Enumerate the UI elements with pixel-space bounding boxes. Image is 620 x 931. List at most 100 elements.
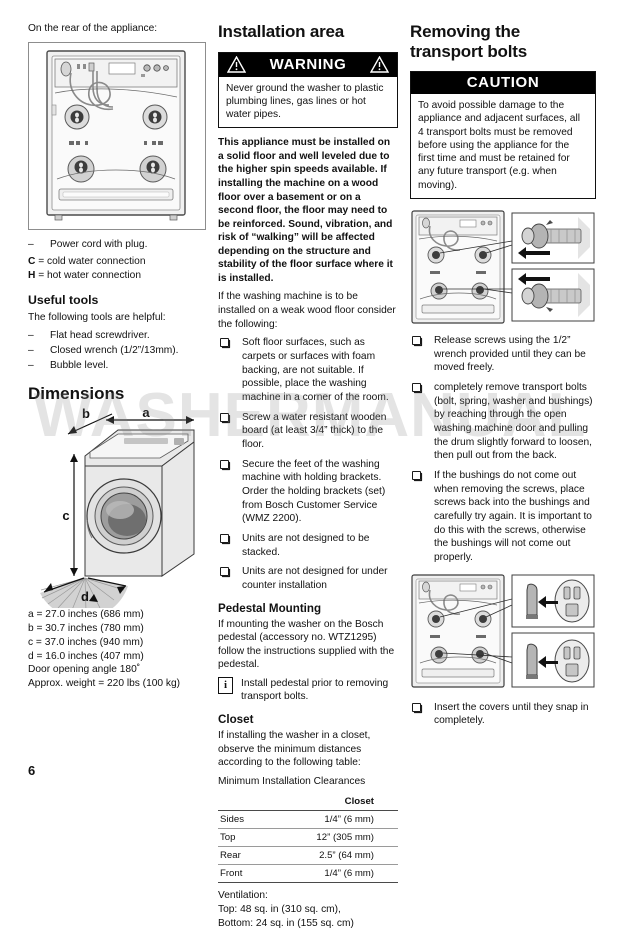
pedestal-mounting-heading: Pedestal Mounting xyxy=(218,601,322,615)
pedestal-note: i Install pedestal prior to removing tra… xyxy=(218,676,398,704)
installation-bullet-list: Soft floor surfaces, such as carpets or … xyxy=(218,336,398,592)
right-column: Removing the transport bolts CAUTION To … xyxy=(410,22,596,734)
list-item: Release screws using the 1/2” wrench pro… xyxy=(410,334,596,375)
dimension-line-d: d = 16.0 inches (407 mm) xyxy=(28,650,144,662)
connection-h: H = hot water connection xyxy=(28,269,206,283)
bullet-text: Release screws using the 1/2” wrench pro… xyxy=(434,334,586,374)
dimension-label-a: a xyxy=(142,408,150,420)
dash-marker: – xyxy=(28,359,34,371)
dimensions-diagram: a b xyxy=(40,408,195,609)
list-item: – Closed wrench (1/2”/13mm). xyxy=(28,344,206,358)
caution-title: CAUTION xyxy=(411,72,595,95)
list-item: Soft floor surfaces, such as carpets or … xyxy=(218,336,398,404)
table-row: Rear 2.5” (64 mm) xyxy=(218,846,398,866)
list-item: – Power cord with plug. xyxy=(28,238,206,252)
table-row: Front 1/4” (6 mm) xyxy=(218,864,398,884)
dimension-label-b: b xyxy=(82,408,90,421)
ventilation-bottom: Bottom: 24 sq. in (155 sq. cm) xyxy=(218,917,354,929)
dimensions-heading: Dimensions xyxy=(28,384,125,404)
transport-bolts-heading: Removing the transport bolts xyxy=(410,22,527,61)
row-label: Sides xyxy=(218,810,264,830)
square-bullet-icon xyxy=(220,412,229,422)
table-caption: Minimum Installation Clearances xyxy=(218,775,366,787)
list-item: Units are not designed to be stacked. xyxy=(218,532,398,559)
warning-banner: WARNING xyxy=(219,52,397,77)
warning-triangle-icon xyxy=(370,55,389,73)
caution-body: To avoid possible damage to the applianc… xyxy=(418,100,580,191)
dash-marker: – xyxy=(28,238,34,250)
row-value: 1/4” (6 mm) xyxy=(263,864,398,884)
list-item: If the bushings do not come out when rem… xyxy=(410,469,596,565)
legend-text: Power cord with plug. xyxy=(50,238,148,250)
connection-h-text: = hot water connection xyxy=(35,270,141,282)
table-row: Sides 1/4” (6 mm) xyxy=(218,810,398,830)
bullet-text: Units are not designed for under counter… xyxy=(242,566,388,591)
bullet-text: Secure the feet of the washing machine w… xyxy=(242,458,386,525)
square-bullet-icon xyxy=(220,567,229,577)
row-value: 2.5” (64 mm) xyxy=(263,846,398,866)
cover-insertion-diagram xyxy=(411,573,595,688)
tool-label: Closed wrench (1/2”/13mm). xyxy=(50,344,179,356)
dimension-label-c: c xyxy=(62,508,69,523)
useful-tools-heading: Useful tools xyxy=(28,292,99,307)
transport-bolt-removal-diagram xyxy=(411,210,595,324)
square-bullet-icon xyxy=(412,382,421,392)
transport-bolt-steps-bottom: Insert the covers until they snap in com… xyxy=(410,701,596,728)
note-text: Install pedestal prior to removing trans… xyxy=(241,677,389,703)
approx-weight: Approx. weight = 220 lbs (100 kg) xyxy=(28,678,181,690)
tool-label: Bubble level. xyxy=(50,359,109,371)
square-bullet-icon xyxy=(220,338,229,348)
list-item: Units are not designed for under counter… xyxy=(218,565,398,592)
list-item: completely remove transport bolts (bolt,… xyxy=(410,381,596,463)
caution-box: CAUTION To avoid possible damage to the … xyxy=(410,71,596,199)
useful-tools-intro: The following tools are helpful: xyxy=(28,311,166,323)
warning-title: WARNING xyxy=(269,55,347,73)
installation-area-heading: Installation area xyxy=(218,22,345,41)
rear-of-appliance-diagram xyxy=(46,50,186,221)
dimension-line-a: a = 27.0 inches (686 mm) xyxy=(28,609,144,621)
list-item: Secure the feet of the washing machine w… xyxy=(218,458,398,526)
middle-column: Installation area WARNING Never ground t… xyxy=(218,22,398,931)
manual-page: WASHERMANUAL On the rear of the applianc… xyxy=(28,22,596,929)
table-body: Sides 1/4” (6 mm) Top 12” (305 mm) Rear … xyxy=(218,810,398,884)
list-item: Screw a water resistant wooden board (at… xyxy=(218,411,398,452)
bullet-text: Insert the covers until they snap in com… xyxy=(434,701,589,727)
list-item: – Flat head screwdriver. xyxy=(28,329,206,343)
warning-triangle-icon xyxy=(227,55,246,73)
door-opening-angle: Door opening angle 180˚ xyxy=(28,664,141,676)
rear-of-appliance-figure xyxy=(28,41,206,230)
table-row: Top 12” (305 mm) xyxy=(218,828,398,848)
list-item: – Bubble level. xyxy=(28,359,206,373)
left-column: On the rear of the appliance: xyxy=(28,22,206,691)
square-bullet-icon xyxy=(412,335,421,345)
rear-intro-text: On the rear of the appliance: xyxy=(28,23,158,34)
connection-h-key: H xyxy=(28,270,36,282)
row-value: 1/4” (6 mm) xyxy=(263,810,398,830)
ventilation-title: Ventilation: xyxy=(218,890,268,902)
bullet-text: completely remove transport bolts (bolt,… xyxy=(434,381,593,462)
three-column-layout: On the rear of the appliance: xyxy=(28,22,602,931)
ventilation-block: Ventilation: Top: 48 sq. in (310 sq. cm)… xyxy=(218,889,398,930)
pedestal-paragraph: If mounting the washer on the Bosch pede… xyxy=(218,618,395,671)
installation-bold-paragraph: This appliance must be installed on a so… xyxy=(218,137,393,284)
square-bullet-icon xyxy=(220,533,229,543)
connection-c-text: = cold water connection xyxy=(35,256,146,268)
weak-floor-intro: If the washing machine is to be installe… xyxy=(218,291,396,330)
info-icon: i xyxy=(218,676,233,694)
dash-marker: – xyxy=(28,344,34,356)
ventilation-top: Top: 48 sq. in (310 sq. cm), xyxy=(218,903,341,915)
row-value: 12” (305 mm) xyxy=(263,828,398,848)
dash-marker: – xyxy=(28,330,34,342)
connection-c: C = cold water connection xyxy=(28,255,206,269)
tool-label: Flat head screwdriver. xyxy=(50,330,150,342)
rear-legend-list: – Power cord with plug. xyxy=(28,238,206,252)
dimension-line-b: b = 30.7 inches (780 mm) xyxy=(28,623,144,635)
square-bullet-icon xyxy=(412,470,421,480)
warning-body: Never ground the washer to plastic plumb… xyxy=(226,82,384,121)
dimension-label-d: d xyxy=(81,589,89,604)
square-bullet-icon xyxy=(412,702,421,712)
page-number: 6 xyxy=(28,763,36,778)
closet-heading: Closet xyxy=(218,712,254,726)
clearance-table: Closet Sides 1/4” (6 mm) Top 12” (305 mm… xyxy=(218,793,398,884)
bullet-text: If the bushings do not come out when rem… xyxy=(434,469,592,563)
